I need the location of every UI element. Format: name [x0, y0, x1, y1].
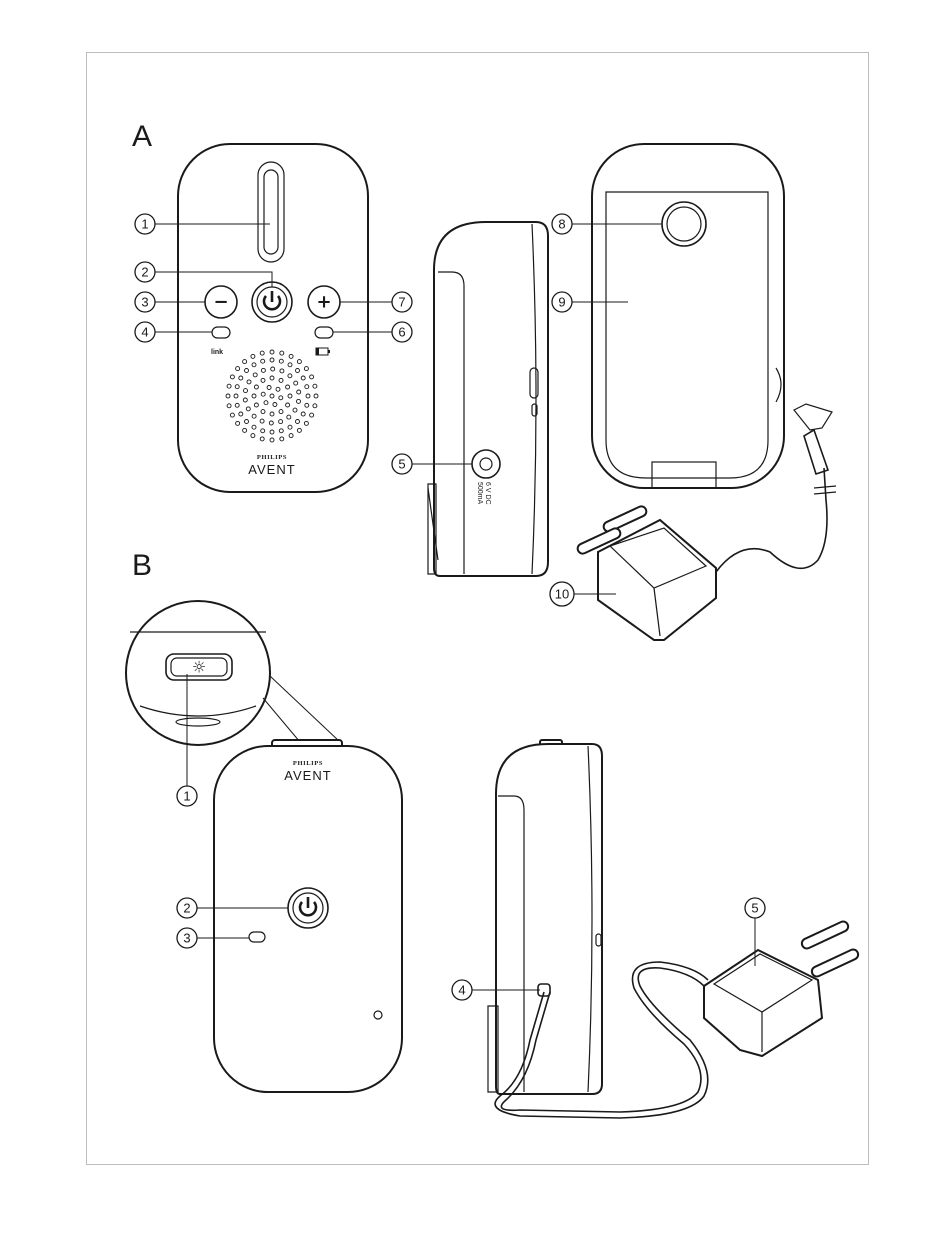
callout-b-4: 4	[452, 980, 472, 1000]
svg-text:7: 7	[398, 295, 405, 310]
svg-text:9: 9	[558, 295, 565, 310]
callout-a-1: 1	[135, 214, 155, 234]
callout-a-3: 3	[135, 292, 155, 312]
callout-a-8: 8	[552, 214, 572, 234]
svg-text:2: 2	[183, 901, 190, 916]
callout-a-6: 6	[392, 322, 412, 342]
power-spec-2: 500mA	[476, 482, 483, 505]
svg-text:4: 4	[141, 325, 148, 340]
link-label: link	[211, 349, 223, 356]
minus-icon: −	[213, 292, 228, 313]
parent-unit-front: − + link PHILIPS AVENT	[178, 144, 368, 492]
svg-text:10: 10	[555, 587, 569, 602]
sun-icon: ☼	[192, 658, 206, 677]
svg-text:8: 8	[558, 217, 565, 232]
svg-text:3: 3	[183, 931, 190, 946]
parent-unit-back	[592, 144, 784, 488]
baby-unit-front: PHILIPS AVENT	[214, 740, 402, 1092]
svg-text:6: 6	[398, 325, 405, 340]
svg-text:5: 5	[751, 901, 758, 916]
night-light-detail: ☼	[126, 601, 340, 745]
plus-icon: +	[316, 292, 331, 313]
svg-text:1: 1	[183, 789, 190, 804]
callout-a-4: 4	[135, 322, 155, 342]
svg-text:2: 2	[141, 265, 148, 280]
callout-a-2: 2	[135, 262, 155, 282]
brand-avent-b: AVENT	[284, 768, 331, 783]
power-spec-1: 6 V DC	[484, 482, 491, 505]
callout-a-7: 7	[392, 292, 412, 312]
section-label-b: B	[132, 549, 152, 582]
svg-text:1: 1	[141, 217, 148, 232]
callout-a-10: 10	[550, 582, 574, 606]
callout-a-5: 5	[392, 454, 412, 474]
section-label-a: A	[132, 120, 152, 153]
svg-text:5: 5	[398, 457, 405, 472]
brand-philips-b: PHILIPS	[293, 760, 323, 767]
callout-a-9: 9	[552, 292, 572, 312]
callout-b-5: 5	[745, 898, 765, 918]
baby-unit-side	[488, 740, 602, 1094]
callout-b-1: 1	[177, 786, 197, 806]
brand-avent-a: AVENT	[248, 462, 295, 477]
brand-philips-a: PHILIPS	[257, 454, 287, 461]
callout-b-2: 2	[177, 898, 197, 918]
parent-unit-side: 6 V DC 500mA	[428, 222, 548, 576]
callout-b-3: 3	[177, 928, 197, 948]
svg-text:3: 3	[141, 295, 148, 310]
svg-text:4: 4	[458, 983, 465, 998]
